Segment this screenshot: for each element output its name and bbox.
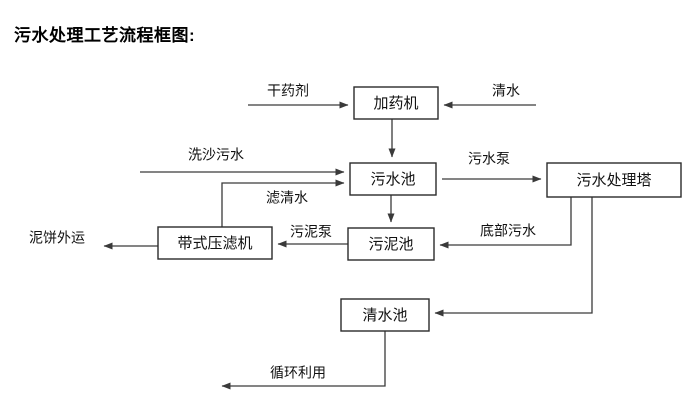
edge-label: 洗沙污水 [188, 147, 244, 163]
edge-path [434, 197, 593, 317]
edge-label: 污水泵 [468, 151, 510, 167]
node-label: 加药机 [373, 95, 418, 112]
node-sludge_pool[interactable]: 污泥池 [347, 227, 435, 261]
edge-path [221, 331, 386, 390]
edge-bottom_sewage_to_sludge: 底部污水 [439, 197, 572, 249]
node-sewage_pool[interactable]: 污水池 [349, 162, 437, 196]
edge-tower_to_clean_water [434, 197, 593, 317]
node-dosing_machine[interactable]: 加药机 [353, 86, 439, 120]
edge-sludge_pump_to_filter: 污泥泵 [277, 224, 348, 248]
edge-label: 底部污水 [480, 223, 536, 239]
edge-filtrate_to_sewage_pool: 滤清水 [221, 179, 345, 227]
node-treatment_tower[interactable]: 污水处理塔 [546, 162, 682, 198]
edge-label: 滤清水 [266, 190, 308, 206]
edge-clean_water_to_dosing: 清水 [443, 83, 536, 109]
edge-path [439, 197, 572, 249]
node-box[interactable] [546, 162, 682, 198]
node-label: 污泥池 [368, 236, 413, 253]
node-box[interactable] [157, 226, 273, 260]
node-belt_filter[interactable]: 带式压滤机 [157, 226, 273, 260]
page-title: 污水处理工艺流程框图: [14, 26, 196, 45]
edge-path [221, 179, 345, 227]
edge-dry_reagent_to_dosing: 干药剂 [248, 83, 349, 109]
edge-label: 泥饼外运 [29, 230, 85, 246]
node-box[interactable] [353, 86, 439, 120]
node-label: 污水池 [370, 171, 415, 188]
node-box[interactable] [340, 298, 430, 332]
node-label: 清水池 [362, 307, 407, 324]
node-label: 带式压滤机 [177, 235, 252, 252]
edge-sand_wash_to_sewage_pool: 洗沙污水 [140, 147, 345, 176]
edge-filter_to_mud_cake: 泥饼外运 [29, 230, 158, 250]
edge-label: 干药剂 [267, 83, 309, 99]
node-label: 污水处理塔 [576, 172, 651, 189]
node-box[interactable] [347, 227, 435, 261]
node-clean_water_pool[interactable]: 清水池 [340, 298, 430, 332]
node-box[interactable] [349, 162, 437, 196]
edge-sewage_pump_to_tower: 污水泵 [442, 151, 542, 183]
edge-label: 清水 [492, 83, 520, 99]
edge-label: 污泥泵 [290, 224, 332, 240]
edge-clean_water_recycle: 循环利用 [221, 331, 386, 390]
edge-label: 循环利用 [270, 365, 326, 381]
